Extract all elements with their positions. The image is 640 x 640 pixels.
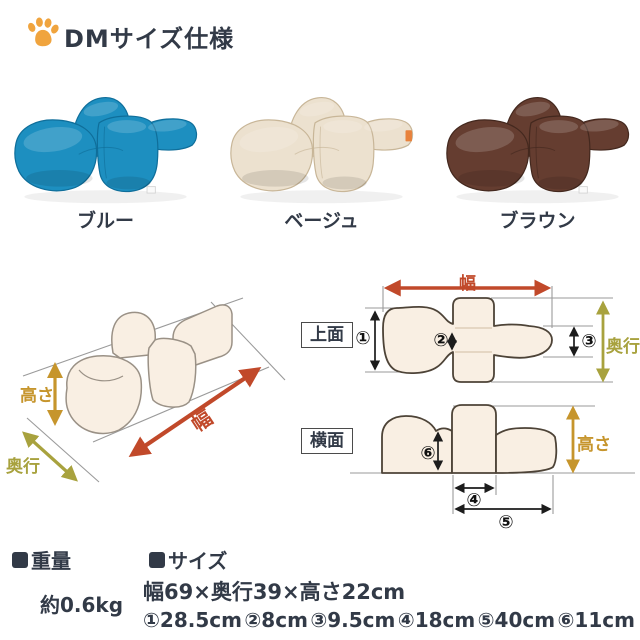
side-view-label: 横面	[301, 428, 353, 455]
product-photo-beige	[224, 86, 419, 206]
dim-value-2: ②8cm	[244, 608, 308, 632]
weight-value: 約0.6kg	[40, 593, 124, 617]
cushion-illustration	[446, 96, 630, 204]
product-label-beige: ベージュ	[284, 210, 359, 232]
top-view-label: 上面	[301, 322, 353, 349]
iso-depth-label: 奥行	[6, 457, 40, 477]
side-view-height-label: 高さ	[577, 435, 611, 455]
size-value: 幅69×奥行39×高さ22cm	[143, 580, 406, 604]
product-photo-blue	[8, 86, 203, 206]
iso-height-label: 高さ	[20, 386, 54, 406]
side-view-diagram	[350, 404, 635, 515]
cushion-illustration	[14, 96, 198, 204]
dim-mark-6: ⑥	[420, 443, 436, 464]
dim-value-6: ⑥11cm	[557, 608, 635, 632]
product-photo-brown	[440, 86, 635, 206]
brand-tag	[405, 130, 412, 142]
size-heading-label: サイズ	[168, 549, 228, 573]
top-view-depth-label: 奥行	[606, 337, 640, 357]
dim-mark-2: ②	[433, 330, 449, 351]
brand-tag	[146, 186, 156, 194]
dim-value-5: ⑤40cm	[477, 608, 556, 632]
size-heading: サイズ	[149, 545, 227, 574]
weight-heading: 重量	[12, 545, 71, 574]
page-title: DMサイズ仕様	[64, 25, 235, 53]
square-bullet-icon	[149, 551, 165, 568]
dim-mark-3: ③	[581, 331, 597, 352]
dimension-values-row: ①28.5cm ②8cm ③9.5cm ④18cm ⑤40cm ⑥11cm	[143, 608, 635, 632]
square-bullet-icon	[12, 551, 28, 568]
dim-value-4: ④18cm	[397, 608, 476, 632]
product-label-blue: ブルー	[76, 210, 134, 232]
cushion-illustration	[230, 96, 414, 204]
dim-mark-5: ⑤	[498, 512, 514, 533]
dim-mark-1: ①	[355, 328, 371, 349]
brand-tag	[578, 186, 588, 194]
dim-mark-4: ④	[466, 490, 482, 511]
weight-heading-label: 重量	[31, 549, 71, 573]
dim-value-1: ①28.5cm	[143, 608, 242, 632]
dim-value-3: ③9.5cm	[310, 608, 396, 632]
paw-icon	[28, 17, 59, 47]
isometric-dimension-diagram	[22, 297, 286, 483]
top-view-diagram	[365, 279, 613, 383]
top-view-width-label: 幅	[459, 274, 476, 294]
product-label-brown: ブラウン	[499, 210, 576, 232]
